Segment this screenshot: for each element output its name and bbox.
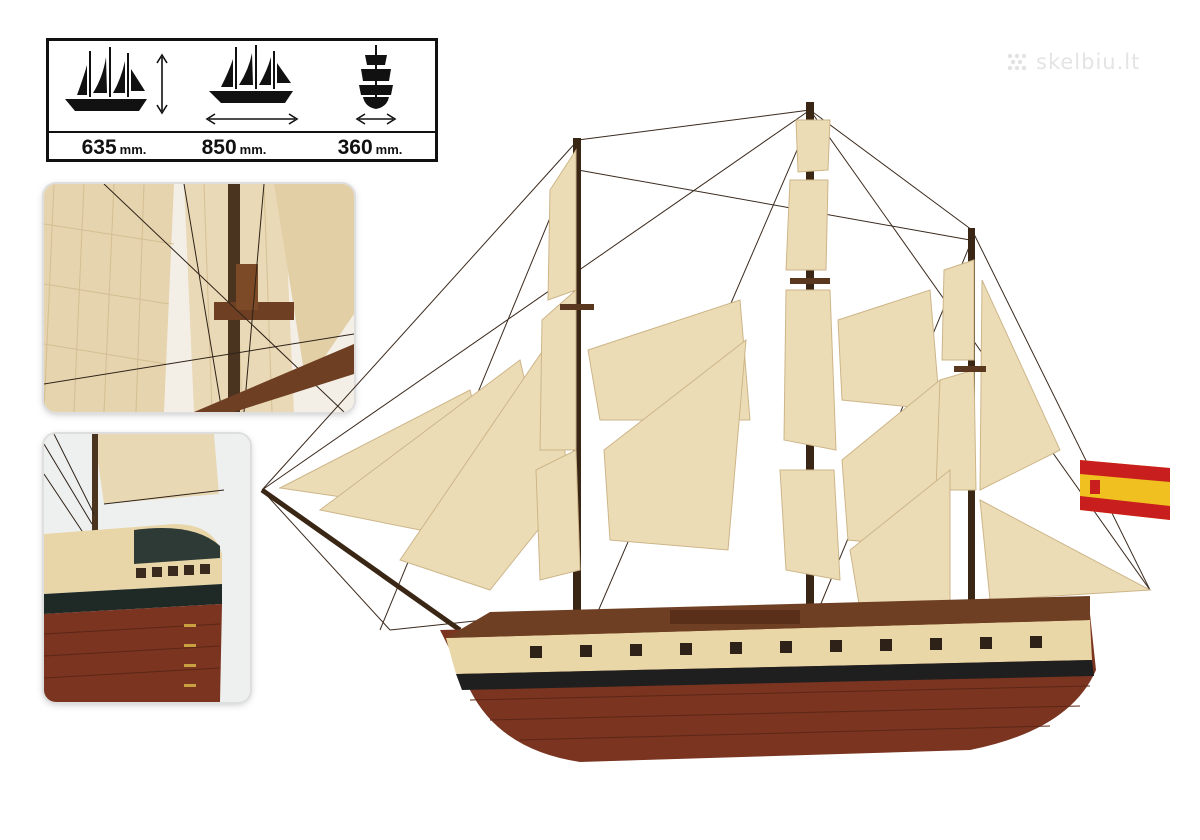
watermark: skelbiu.lt [1004, 50, 1164, 74]
stern-closeup-image [44, 434, 250, 702]
length-unit: mm. [239, 142, 267, 157]
ship-side-height-icon [65, 47, 168, 115]
ship-model-image [260, 102, 1170, 762]
sails-closeup-image [44, 184, 354, 412]
sails [278, 119, 1152, 611]
ship-side-length-icon [205, 45, 299, 125]
height-number: 635 [81, 136, 117, 159]
mast-tops [560, 278, 986, 372]
height-unit: mm. [119, 142, 147, 157]
bowsprit [260, 487, 462, 633]
spec-divider [49, 131, 435, 133]
ship-front-beam-icon [355, 45, 397, 125]
watermark-text: skelbiu.lt [1036, 50, 1141, 74]
watermark-logo-icon [1007, 53, 1027, 71]
detail-photo-sails [44, 184, 354, 412]
hull [440, 596, 1096, 762]
detail-photo-stern [44, 434, 250, 702]
length-number: 850 [201, 136, 237, 159]
beam-unit: mm. [375, 142, 403, 157]
beam-number: 360 [337, 136, 373, 159]
spanish-flag [1080, 460, 1170, 520]
dimension-icons [65, 45, 397, 125]
